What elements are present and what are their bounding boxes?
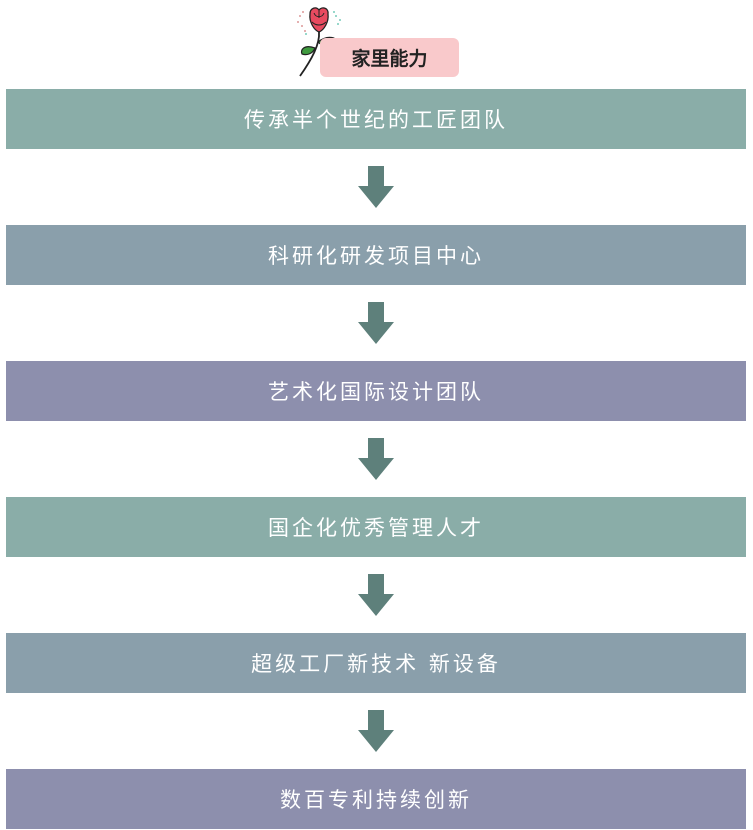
flow-step-1: 传承半个世纪的工匠团队: [6, 89, 746, 149]
flow-step-2: 科研化研发项目中心: [6, 225, 746, 285]
header: 家里能力: [0, 0, 753, 80]
down-arrow-icon: [6, 693, 746, 769]
page-title: 家里能力: [320, 38, 459, 77]
flow-step-4: 国企化优秀管理人才: [6, 497, 746, 557]
flow-step-label: 超级工厂新技术 新设备: [251, 652, 501, 676]
down-arrow-icon: [6, 557, 746, 633]
flow-step-3: 艺术化国际设计团队: [6, 361, 746, 421]
flow-step-label: 艺术化国际设计团队: [268, 380, 484, 404]
flow-step-label: 科研化研发项目中心: [268, 244, 484, 268]
flow-step-6: 数百专利持续创新: [6, 769, 746, 829]
down-arrow-icon: [6, 149, 746, 225]
flow-step-label: 传承半个世纪的工匠团队: [244, 108, 508, 132]
flow-step-label: 数百专利持续创新: [280, 788, 472, 812]
down-arrow-icon: [6, 285, 746, 361]
down-arrow-icon: [6, 421, 746, 497]
flow-step-5: 超级工厂新技术 新设备: [6, 633, 746, 693]
flowchart: 传承半个世纪的工匠团队科研化研发项目中心艺术化国际设计团队国企化优秀管理人才超级…: [6, 89, 746, 829]
flow-step-label: 国企化优秀管理人才: [268, 516, 484, 540]
